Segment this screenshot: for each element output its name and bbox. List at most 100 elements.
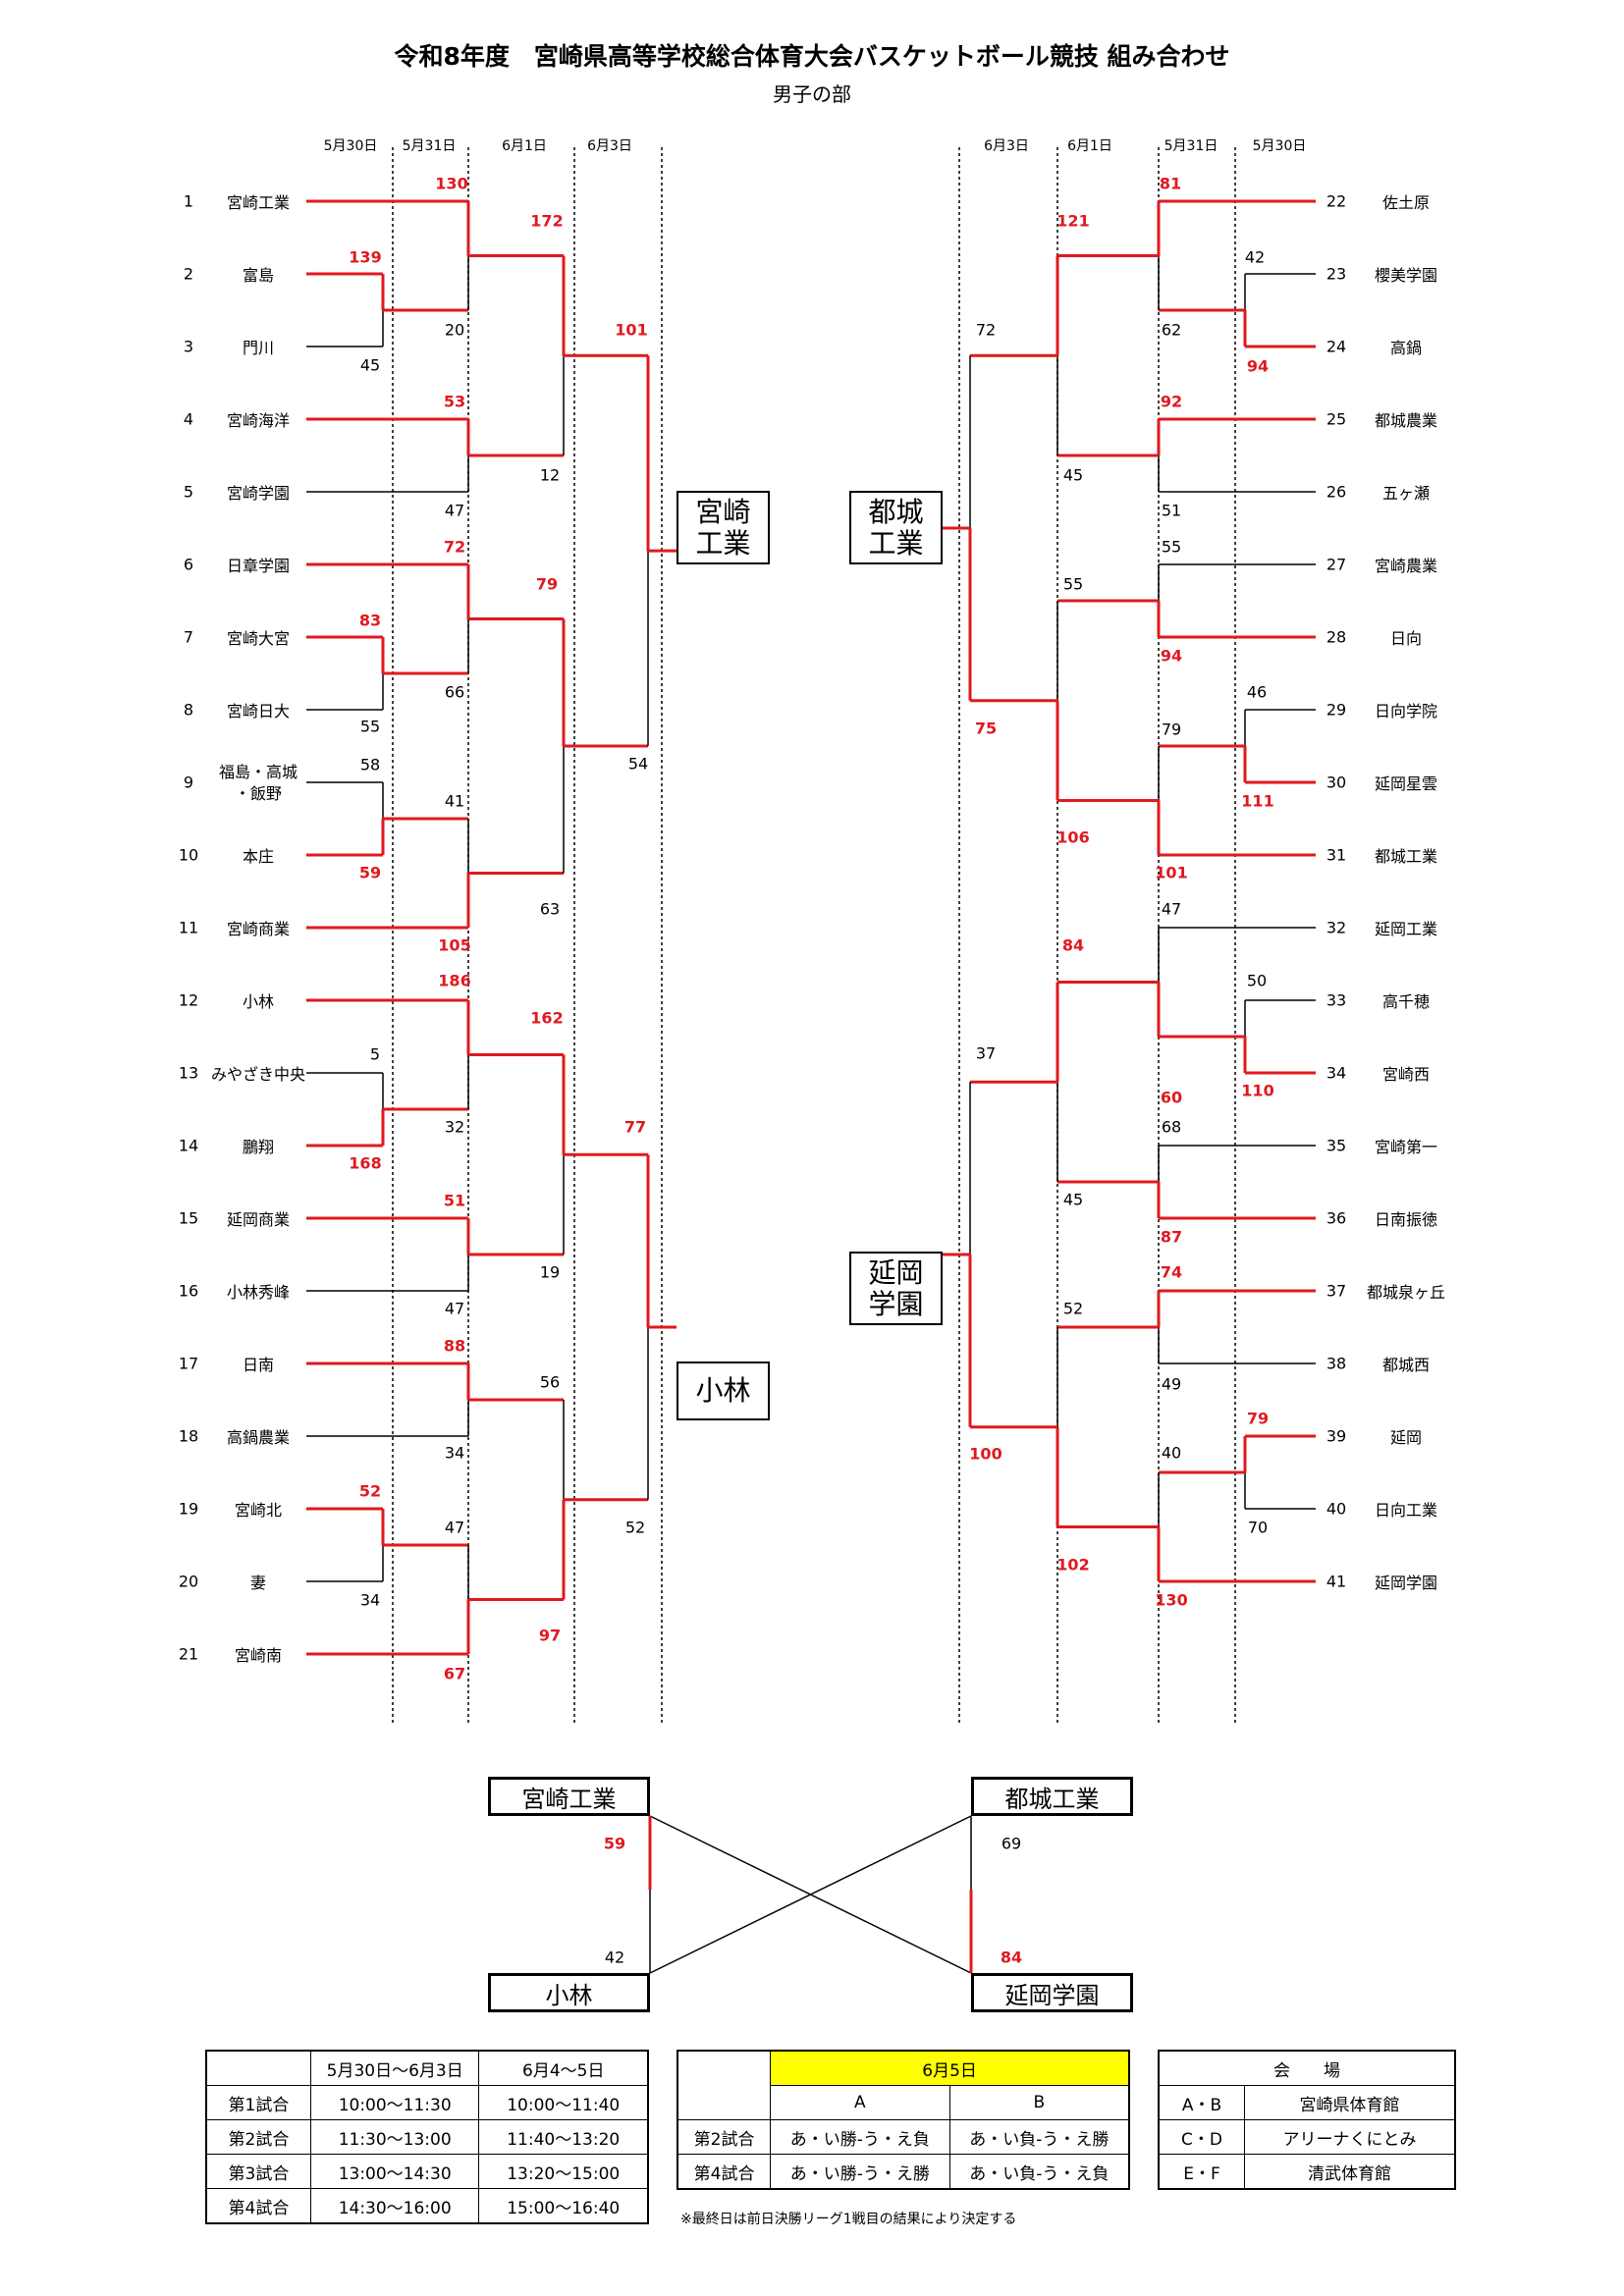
table-cell: 11:30～13:00: [309, 2119, 480, 2155]
score: 79: [1161, 720, 1182, 739]
team-number: 1: [183, 191, 194, 211]
table-cell: 第2試合: [205, 2119, 311, 2155]
score: 162: [530, 1008, 564, 1028]
table-cell: A: [770, 2085, 950, 2120]
team-name: 日南: [242, 1356, 275, 1374]
team-name: 都城泉ヶ丘: [1366, 1283, 1446, 1302]
score: 19: [539, 1262, 561, 1282]
team-name: 宮崎南: [234, 1646, 283, 1665]
table-row: 第4試合 あ・い勝-う・え勝 あ・い負-う・え負: [677, 2154, 1130, 2190]
team-name: 都城西: [1381, 1356, 1431, 1374]
score: 50: [1246, 971, 1268, 990]
table-cell: 第1試合: [205, 2085, 311, 2120]
table-row: 5月30日～6月3日 6月4～5日: [205, 2050, 649, 2086]
team-name: 福島・高城: [218, 763, 298, 781]
score: 47: [444, 1299, 465, 1318]
table-row: A B: [677, 2085, 1130, 2120]
team-name: 都城農業: [1374, 411, 1438, 430]
score: 110: [1241, 1081, 1274, 1100]
team-number: 26: [1326, 482, 1347, 502]
score: 49: [1161, 1374, 1182, 1394]
table-row: 第4試合 14:30～16:00 15:00～16:40: [205, 2188, 649, 2224]
team-name: 宮崎日大: [226, 702, 291, 721]
team-name: 櫻美学園: [1374, 266, 1438, 285]
final-team-box: 宮崎工業: [488, 1777, 650, 1816]
score: 12: [539, 465, 561, 485]
table-cell: E・F: [1158, 2154, 1245, 2190]
table-row: 第1試合 10:00～11:30 10:00～11:40: [205, 2085, 649, 2120]
table-row: 第2試合 あ・い勝-う・え負 あ・い負-う・え勝: [677, 2119, 1130, 2155]
team-name: 延岡学園: [1374, 1574, 1438, 1592]
table-cell: [677, 2050, 772, 2120]
bracket-line: [649, 1815, 972, 1974]
score: 54: [627, 754, 649, 774]
team-name: 延岡商業: [226, 1210, 291, 1229]
team-name: 本庄: [242, 847, 275, 866]
team-number: 10: [178, 845, 199, 865]
score: 102: [1056, 1555, 1090, 1575]
score: 130: [435, 174, 468, 193]
score: 41: [444, 791, 465, 811]
table-cell: あ・い負-う・え勝: [948, 2119, 1130, 2155]
team-number: 35: [1326, 1136, 1347, 1155]
team-number: 16: [178, 1281, 199, 1301]
team-number: 36: [1326, 1208, 1347, 1228]
score: 53: [443, 392, 466, 411]
table-row: 会 場: [1158, 2050, 1456, 2086]
final-team-box: 都城工業: [971, 1777, 1133, 1816]
team-number: 18: [178, 1426, 199, 1446]
team-name: 宮崎学園: [226, 484, 291, 503]
score: 34: [359, 1590, 381, 1610]
score: 47: [1161, 899, 1182, 919]
page-subtitle: 男子の部: [773, 82, 851, 106]
final-day-table: 6月5日 A B 第2試合 あ・い勝-う・え負 あ・い負-う・え勝 第4試合 あ…: [677, 2050, 1130, 2190]
date-label: 5月30日: [1252, 138, 1307, 154]
team-number: 40: [1326, 1499, 1347, 1519]
venue-table: 会 場 A・B 宮崎県体育館 C・D アリーナくにとみ E・F 清武体育館: [1158, 2050, 1456, 2190]
team-number: 38: [1326, 1354, 1347, 1373]
date-label: 5月30日: [323, 138, 378, 154]
score: 72: [443, 537, 466, 557]
team-name: みやざき中央: [210, 1065, 306, 1084]
team-number: 8: [183, 700, 194, 720]
score: 75: [974, 719, 998, 738]
score: 55: [1161, 537, 1182, 557]
table-cell: 10:00～11:40: [478, 2085, 649, 2120]
team-name: 都城工業: [1374, 847, 1438, 866]
score: 45: [1062, 465, 1084, 485]
score: 84: [1061, 935, 1085, 955]
score: 100: [969, 1444, 1002, 1464]
team-number: 32: [1326, 918, 1347, 937]
score: 62: [1161, 320, 1182, 340]
team-name: 妻: [249, 1574, 267, 1592]
score: 77: [623, 1117, 647, 1137]
score: 47: [444, 1518, 465, 1537]
date-label: 6月3日: [587, 138, 632, 154]
score: 52: [624, 1518, 646, 1537]
table-row: 6月5日: [677, 2050, 1130, 2120]
table-cell: [205, 2050, 311, 2086]
team-name: 延岡星雲: [1374, 774, 1438, 793]
score: 106: [1056, 828, 1090, 847]
date-label: 6月1日: [1067, 138, 1112, 154]
table-cell: あ・い勝-う・え負: [770, 2119, 950, 2155]
team-number: 13: [178, 1063, 199, 1083]
score: 42: [1244, 247, 1266, 267]
team-number: 5: [183, 482, 194, 502]
team-number: 3: [183, 337, 194, 356]
final-score: 59: [603, 1834, 626, 1853]
table-cell: A・B: [1158, 2085, 1245, 2120]
team-number: 31: [1326, 845, 1347, 865]
table-cell: 会 場: [1158, 2050, 1456, 2086]
table-row: C・D アリーナくにとみ: [1158, 2119, 1456, 2155]
score: 94: [1246, 356, 1270, 376]
score: 59: [358, 863, 382, 882]
score: 101: [615, 320, 648, 340]
team-name: 富島: [242, 266, 275, 285]
score: 70: [1247, 1518, 1269, 1537]
table-cell: C・D: [1158, 2119, 1245, 2155]
team-number: 34: [1326, 1063, 1347, 1083]
team-name: 日向工業: [1374, 1501, 1438, 1520]
score: 121: [1056, 211, 1090, 231]
